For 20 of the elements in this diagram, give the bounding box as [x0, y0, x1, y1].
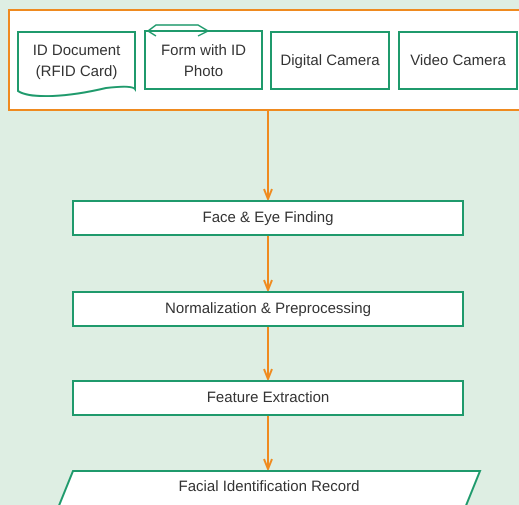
- box-label: Feature Extraction: [206, 388, 330, 408]
- box-label: Video Camera: [409, 51, 507, 71]
- document-shape: [17, 31, 136, 97]
- arrow: [263, 236, 273, 291]
- box-label: Face & Eye Finding: [202, 208, 334, 228]
- box-label: Digital Camera: [279, 51, 381, 71]
- process-box: [72, 291, 464, 327]
- arrow: [263, 111, 273, 200]
- process-box: [398, 31, 518, 90]
- box-label: Form with ID Photo: [160, 40, 247, 82]
- process-box: [72, 200, 464, 236]
- arrow: [263, 327, 273, 380]
- box-label: ID Document (RFID Card): [32, 40, 122, 82]
- process-box: [72, 380, 464, 416]
- input-sources-panel: [8, 9, 519, 111]
- process-box: [144, 24, 263, 90]
- arrow: [263, 416, 273, 470]
- box-label: Facial Identification Record: [178, 477, 360, 498]
- box-label: Normalization & Preprocessing: [164, 298, 372, 319]
- process-box: [270, 31, 390, 90]
